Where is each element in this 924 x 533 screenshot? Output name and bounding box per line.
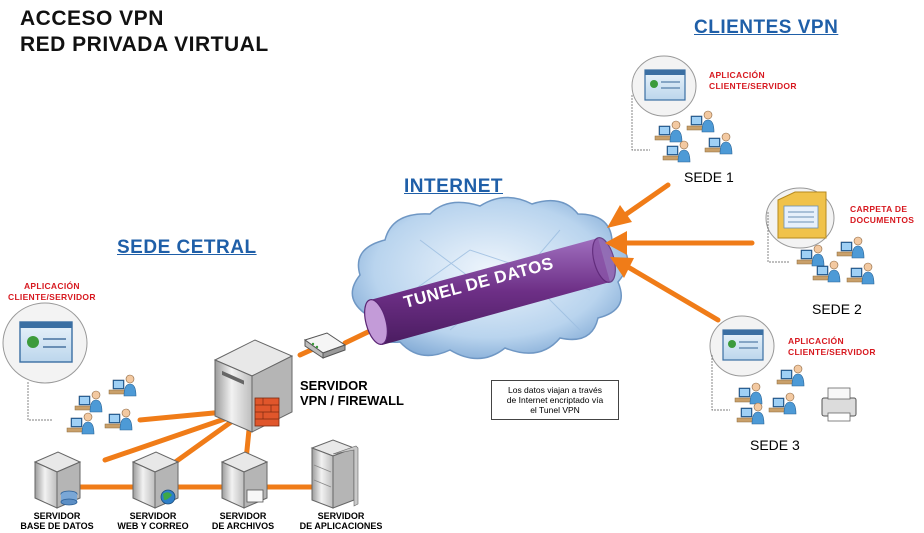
- db-server-line2: BASE DE DATOS: [20, 521, 94, 531]
- apps-server-line1: SERVIDOR: [317, 511, 365, 521]
- sede1-app-line2: CLIENTE/SERVIDOR: [709, 81, 797, 91]
- sede3-app-label: APLICACIÓN CLIENTE/SERVIDOR: [788, 336, 876, 358]
- section-clientes-vpn: CLIENTES VPN: [694, 17, 839, 38]
- sede1-site: [631, 55, 732, 162]
- vpn-server-line1: SERVIDOR: [300, 378, 368, 393]
- sede1-app-label: APLICACIÓN CLIENTE/SERVIDOR: [709, 70, 797, 92]
- sede3-app-line1: APLICACIÓN: [788, 336, 844, 346]
- sede3-app-line2: CLIENTE/SERVIDOR: [788, 347, 876, 357]
- sede2-label: SEDE 2: [812, 301, 862, 317]
- central-app-label: APLICACIÓN CLIENTE/SERVIDOR: [8, 281, 96, 303]
- db-server-icon: [33, 451, 82, 509]
- sede3-site: [709, 315, 857, 424]
- client-arrows: [605, 182, 755, 323]
- encryption-note: Los datos viajan a través de Internet en…: [491, 380, 619, 420]
- central-app-line2: CLIENTE/SERVIDOR: [8, 292, 96, 302]
- web-server-line2: WEB Y CORREO: [117, 521, 189, 531]
- printer-icon: [821, 387, 857, 422]
- files-server-line2: DE ARCHIVOS: [211, 521, 275, 531]
- apps-server-icon: [310, 439, 359, 509]
- vpn-server-line2: VPN / FIREWALL: [300, 393, 404, 408]
- sede2-folder-label: CARPETA DE DOCUMENTOS: [850, 204, 914, 226]
- db-server-line1: SERVIDOR: [33, 511, 81, 521]
- central-app-line1: APLICACIÓN: [23, 281, 80, 291]
- sede1-label: SEDE 1: [684, 169, 734, 185]
- web-server-icon: [131, 451, 180, 509]
- section-sede-central: SEDE CETRAL: [117, 237, 257, 258]
- files-server-line1: SERVIDOR: [219, 511, 267, 521]
- files-server-icon: [220, 451, 269, 509]
- sede3-label: SEDE 3: [750, 437, 800, 453]
- vpn-tunnel: [364, 237, 616, 345]
- section-internet: INTERNET: [404, 176, 503, 197]
- apps-server-line2: DE APLICACIONES: [299, 521, 383, 531]
- sede2-app-line1: CARPETA DE: [850, 204, 908, 214]
- page-title-line2: RED PRIVADA VIRTUAL: [20, 33, 269, 56]
- web-server-line1: SERVIDOR: [129, 511, 177, 521]
- firewall-icon: [254, 397, 280, 427]
- note-line3: el Tunel VPN: [530, 405, 580, 415]
- db-server-label: SERVIDOR BASE DE DATOS: [12, 511, 102, 531]
- sede2-app-line2: DOCUMENTOS: [850, 215, 915, 225]
- sede1-app-line1: APLICACIÓN: [709, 70, 765, 80]
- note-line1: Los datos viajan a través: [507, 385, 603, 395]
- vpn-server-label: SERVIDOR VPN / FIREWALL: [300, 378, 404, 408]
- apps-server-label: SERVIDOR DE APLICACIONES: [288, 511, 394, 531]
- web-server-label: SERVIDOR WEB Y CORREO: [108, 511, 198, 531]
- files-server-label: SERVIDOR DE ARCHIVOS: [198, 511, 288, 531]
- central-client-site: [2, 302, 136, 434]
- sede2-site: [765, 187, 874, 284]
- vpn-server-icon: [213, 339, 294, 433]
- note-line2: de Internet encriptado vía: [506, 395, 604, 405]
- router-icon: [303, 332, 347, 359]
- page-title-line1: ACCESO VPN: [20, 7, 164, 30]
